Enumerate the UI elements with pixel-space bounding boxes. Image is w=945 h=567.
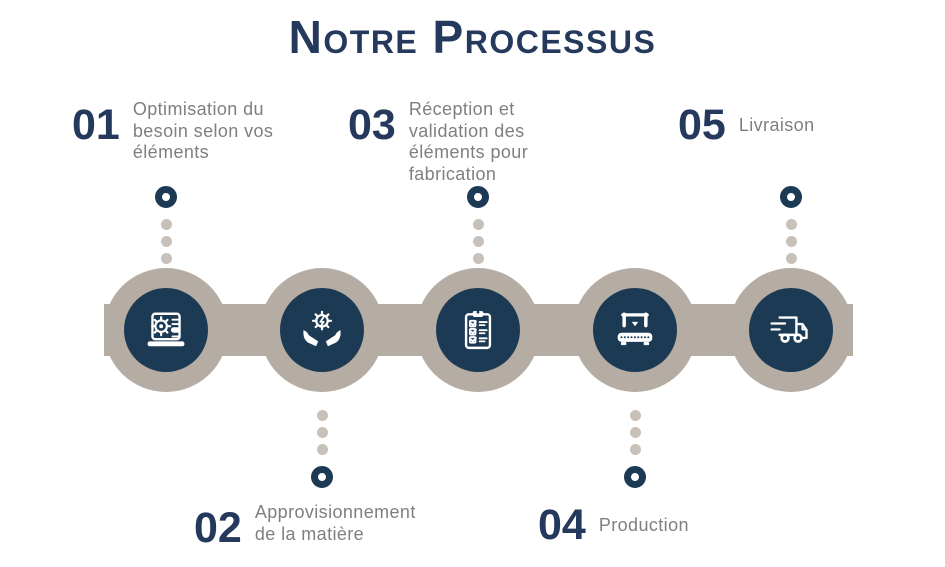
ring-marker bbox=[467, 186, 489, 208]
connector-step-4 bbox=[624, 407, 646, 488]
connector-dot bbox=[316, 410, 328, 421]
step-1-label-group: 01 Optimisation du besoin selon vos élém… bbox=[72, 98, 273, 164]
clipboard-checklist-icon bbox=[452, 304, 504, 356]
step-3-label: Réception et validation des éléments pou… bbox=[408, 99, 529, 184]
connector-dot bbox=[629, 410, 641, 421]
step-4-number: 04 bbox=[538, 501, 586, 549]
connector-dot bbox=[160, 253, 172, 264]
process-node-4-circle bbox=[593, 288, 677, 372]
connector-step-5 bbox=[780, 186, 802, 267]
step-5-number: 05 bbox=[678, 101, 726, 149]
ring-marker bbox=[155, 186, 177, 208]
connector-dot bbox=[472, 219, 484, 230]
process-node-3-circle bbox=[436, 288, 520, 372]
process-node-1-circle bbox=[124, 288, 208, 372]
step-4-label-group: 04 Production bbox=[538, 503, 689, 547]
process-node-2-circle bbox=[280, 288, 364, 372]
connector-dot bbox=[472, 236, 484, 247]
step-3-number: 03 bbox=[348, 101, 396, 149]
step-2-number: 02 bbox=[194, 504, 242, 552]
step-5-label: Livraison bbox=[738, 114, 815, 135]
connector-dot bbox=[316, 444, 328, 455]
process-node-1 bbox=[104, 268, 228, 392]
connector-dot bbox=[785, 219, 797, 230]
connector-step-2 bbox=[311, 407, 333, 488]
ring-marker bbox=[624, 466, 646, 488]
process-node-3 bbox=[416, 268, 540, 392]
step-2-label: Approvisionnement de la matière bbox=[254, 502, 416, 544]
ring-marker bbox=[780, 186, 802, 208]
step-3-label-group: 03 Réception et validation des éléments … bbox=[348, 98, 528, 185]
process-node-5 bbox=[729, 268, 853, 392]
laptop-gear-icon bbox=[140, 304, 192, 356]
connector-dot bbox=[629, 444, 641, 455]
step-5-label-group: 05 Livraison bbox=[678, 103, 814, 147]
connector-dot bbox=[316, 427, 328, 438]
connector-dot bbox=[785, 236, 797, 247]
press-machine-icon bbox=[609, 304, 661, 356]
connector-dot bbox=[629, 427, 641, 438]
process-node-5-circle bbox=[749, 288, 833, 372]
ring-marker bbox=[311, 466, 333, 488]
connector-dot bbox=[472, 253, 484, 264]
delivery-truck-icon bbox=[765, 304, 817, 356]
page-title: Notre Processus bbox=[288, 11, 657, 63]
step-1-number: 01 bbox=[72, 101, 120, 149]
step-2-label-group: 02 Approvisionnement de la matière bbox=[194, 501, 416, 550]
process-node-4 bbox=[573, 268, 697, 392]
hands-gear-icon bbox=[296, 304, 348, 356]
connector-dot bbox=[785, 253, 797, 264]
step-4-label: Production bbox=[598, 514, 689, 535]
connector-step-1 bbox=[155, 186, 177, 267]
connector-dot bbox=[160, 236, 172, 247]
connector-step-3 bbox=[467, 186, 489, 267]
connector-dot bbox=[160, 219, 172, 230]
process-node-2 bbox=[260, 268, 384, 392]
step-1-label: Optimisation du besoin selon vos élément… bbox=[132, 99, 274, 162]
